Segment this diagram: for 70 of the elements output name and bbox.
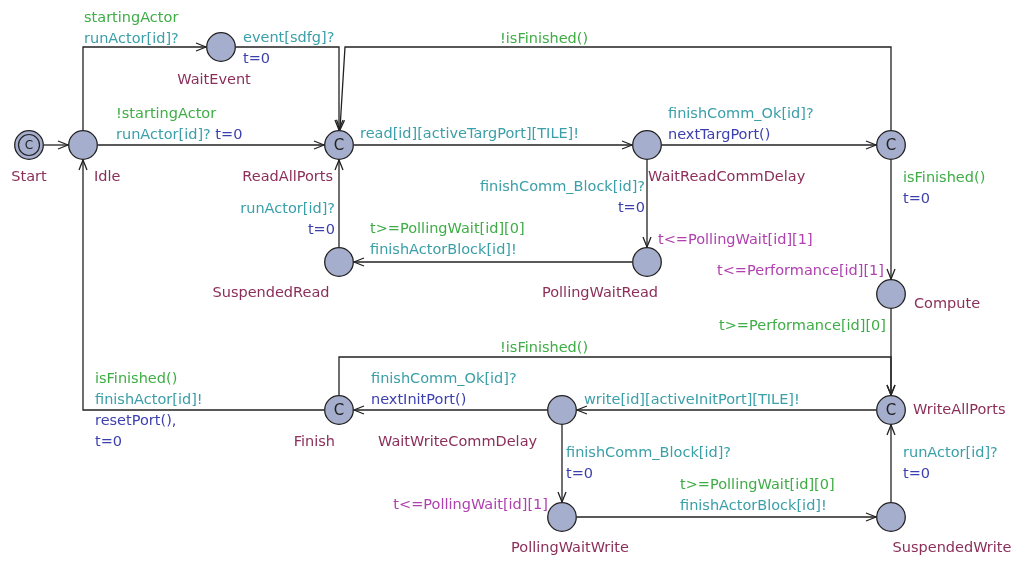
- committed-mark: C: [884, 135, 898, 156]
- transition-arrow: [78, 159, 325, 411]
- transition-arrow: [43, 140, 69, 150]
- location-circle: [206, 32, 236, 62]
- edge-label: read[id][activeTargPort][TILE]!: [360, 123, 580, 143]
- location-circle: [324, 395, 354, 425]
- transition-arrow: [235, 46, 344, 131]
- location-circle: [632, 247, 662, 277]
- location-circle: [632, 130, 662, 160]
- edge-label: startingActor runActor[id]?: [84, 7, 179, 48]
- committed-mark: C: [332, 400, 346, 421]
- transition-arrow: [661, 140, 877, 150]
- committed-mark: C: [884, 400, 898, 421]
- transition-arrow: [576, 512, 877, 522]
- edge-label: event[sdfg]? t=0: [243, 27, 335, 68]
- transition-arrow: [353, 257, 633, 267]
- transition-arrow: [97, 140, 325, 150]
- location-name: SuspendedRead: [212, 284, 330, 302]
- invariant-label: t<=Performance[id][1]: [717, 262, 884, 280]
- transition-arrow: [642, 159, 652, 248]
- edge-label: t>=PollingWait[id][0] finishActorBlock[id]!: [370, 218, 525, 259]
- edge-label: finishComm_Ok[id]? nextInitPort(): [371, 368, 517, 409]
- transition-arrow: [886, 159, 896, 280]
- location-name: WriteAllPorts: [913, 401, 1006, 419]
- location-circle: [547, 502, 577, 532]
- edge-label: finishComm_Ok[id]? nextTargPort(): [668, 103, 814, 144]
- transition-arrow: [557, 424, 567, 503]
- location-name: Compute: [914, 295, 981, 313]
- transition-arrow: [886, 424, 896, 503]
- committed-mark: C: [332, 135, 346, 156]
- transition-arrow: [576, 405, 877, 415]
- edge-label: runActor[id]? t=0: [903, 442, 998, 483]
- edge-label: !isFinished(): [500, 337, 589, 357]
- transition-arrow: [334, 159, 344, 248]
- location-name: WaitWriteCommDelay: [378, 433, 538, 451]
- edge-label: !startingActor runActor[id]? t=0: [116, 103, 243, 144]
- location-name: Start: [11, 168, 47, 186]
- transition-arrow: [82, 42, 207, 131]
- location-name: SuspendedWrite: [892, 539, 1012, 557]
- edge-label: finishComm_Block[id]? t=0: [479, 176, 645, 217]
- location-name: Finish: [293, 433, 335, 451]
- location-circle: [547, 395, 577, 425]
- location-name: WaitEvent: [177, 71, 251, 89]
- committed-mark: C: [23, 137, 35, 154]
- transition-arrow: [335, 46, 892, 131]
- location-name: PollingWaitWrite: [511, 539, 629, 557]
- transition-arrow: [353, 405, 548, 415]
- location-name: Idle: [94, 168, 121, 186]
- invariant-label: t<=PollingWait[id][1]: [393, 496, 548, 514]
- initial-location-circle: [14, 130, 44, 160]
- location-name: WaitReadCommDelay: [648, 168, 806, 186]
- location-circle: [876, 279, 906, 309]
- location-circle: [876, 502, 906, 532]
- edge-label: isFinished() t=0: [903, 167, 986, 208]
- edge-label: runActor[id]? t=0: [240, 198, 335, 239]
- transition-arrow: [353, 140, 633, 150]
- edge-label: write[id][activeInitPort][TILE]!: [584, 389, 800, 409]
- edge-label: isFinished() finishActor[id]! resetPort(), t=0: [95, 368, 203, 451]
- location-circle: [876, 395, 906, 425]
- location-name: PollingWaitRead: [542, 284, 658, 302]
- location-circle: [876, 130, 906, 160]
- invariant-label: t<=PollingWait[id][1]: [658, 231, 813, 249]
- location-circle: [68, 130, 98, 160]
- transition-arrow: [338, 356, 896, 396]
- edge-label: t>=Performance[id][0]: [719, 315, 886, 335]
- location-circle: [324, 130, 354, 160]
- edge-label: !isFinished(): [500, 28, 589, 48]
- location-name: ReadAllPorts: [242, 168, 333, 186]
- edge-label: t>=PollingWait[id][0] finishActorBlock[id]!: [680, 474, 835, 515]
- location-circle: [324, 247, 354, 277]
